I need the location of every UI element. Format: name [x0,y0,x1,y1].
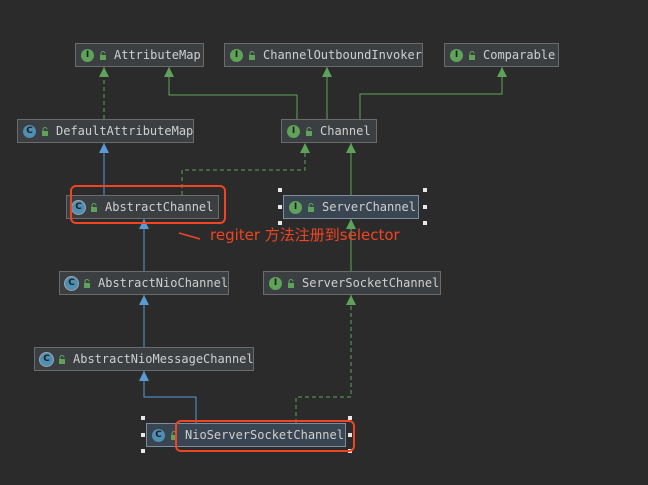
arrowhead-serversocketchannel [346,295,356,305]
node-abstractchannel[interactable]: C AbstractChannel [66,195,219,219]
interface-icon: I [450,48,463,62]
interface-icon: I [287,124,300,138]
node-label: AbstractNioMessageChannel [73,352,254,366]
arrowhead-attributemap-left [99,67,109,77]
node-label: Channel [320,124,371,138]
selection-handle[interactable] [278,205,282,209]
arrowhead-serverchannel [346,219,356,229]
node-serversocketchannel[interactable]: I ServerSocketChannel [263,271,441,295]
node-label: AttributeMap [114,48,201,62]
interface-icon: I [230,48,243,62]
node-label: NioServerSocketChannel [185,428,344,442]
arrowhead-channel-left [300,143,310,153]
lock-icon [308,202,314,212]
highlight-nioserversocketchannel [175,420,355,452]
node-channeloutboundinvoker[interactable]: I ChannelOutboundInvoker [224,43,423,67]
lock-icon [84,278,90,288]
arrowhead-abstractniochannel [139,295,149,305]
node-attributemap[interactable]: I AttributeMap [75,43,204,67]
abstract-class-icon: C [72,200,85,214]
node-serverchannel[interactable]: I ServerChannel [283,195,419,219]
interface-icon: I [81,48,94,62]
node-label: Comparable [483,48,556,62]
interface-icon: I [269,276,282,290]
arrowhead-abstractniomessagechannel [139,371,149,381]
node-label: AbstractNioChannel [98,276,229,290]
abstract-class-icon: C [65,276,78,290]
arrowhead-defaultattributemap [99,143,109,153]
edge-nioserversocketchannel-abstractniomessagechannel [143,371,197,423]
edge-abstractchannel-channel [181,143,306,195]
lock-icon [91,202,97,212]
lock-icon [288,278,294,288]
node-label: ServerChannel [322,200,416,214]
lock-icon [42,126,48,136]
selection-handle[interactable] [423,205,427,209]
selection-handle[interactable] [348,416,352,420]
node-label: DefaultAttributeMap [56,124,194,138]
selection-handle[interactable] [141,449,145,453]
interface-icon: I [289,200,302,214]
lock-icon [100,50,106,60]
selection-handle[interactable] [141,416,145,420]
annotation-pointer [178,232,201,240]
lock-icon [59,354,65,364]
node-channel[interactable]: I Channel [281,119,377,143]
node-label: ServerSocketChannel [302,276,440,290]
highlight-abstractchannel [70,185,226,224]
arrowhead-abstractchannel [139,219,149,229]
lock-icon [306,126,312,136]
node-abstractniomessagechannel[interactable]: C AbstractNioMessageChannel [34,347,254,371]
node-nioserversocketchannel[interactable]: C NioServerSocketChannel [146,423,346,447]
arrowhead-comparable [497,67,507,77]
selection-handle[interactable] [348,433,352,437]
selection-handle[interactable] [141,433,145,437]
arrowhead-channel-right [346,143,356,153]
arrowhead-attributemap-right [164,67,174,77]
selection-handle[interactable] [278,188,282,192]
selection-handle[interactable] [423,188,427,192]
edge-channel-comparable [359,67,503,119]
node-defaultattributemap[interactable]: C DefaultAttributeMap [17,119,194,143]
edge-channel-attributemap [168,67,298,119]
node-label: ChannelOutboundInvoker [263,48,422,62]
arrowhead-channeloutboundinvoker [322,67,332,77]
lock-icon [469,50,475,60]
edge-nioserversocketchannel-serversocketchannel [295,295,352,423]
abstract-class-icon: C [40,352,53,366]
annotation-text: regiter 方法注册到selector [210,226,400,244]
class-icon: C [152,428,165,442]
node-comparable[interactable]: I Comparable [444,43,559,67]
selection-handle[interactable] [423,221,427,225]
selection-handle[interactable] [278,221,282,225]
class-icon: C [23,124,36,138]
node-label: AbstractChannel [105,200,214,214]
lock-icon [249,50,255,60]
node-abstractniochannel[interactable]: C AbstractNioChannel [59,271,229,295]
